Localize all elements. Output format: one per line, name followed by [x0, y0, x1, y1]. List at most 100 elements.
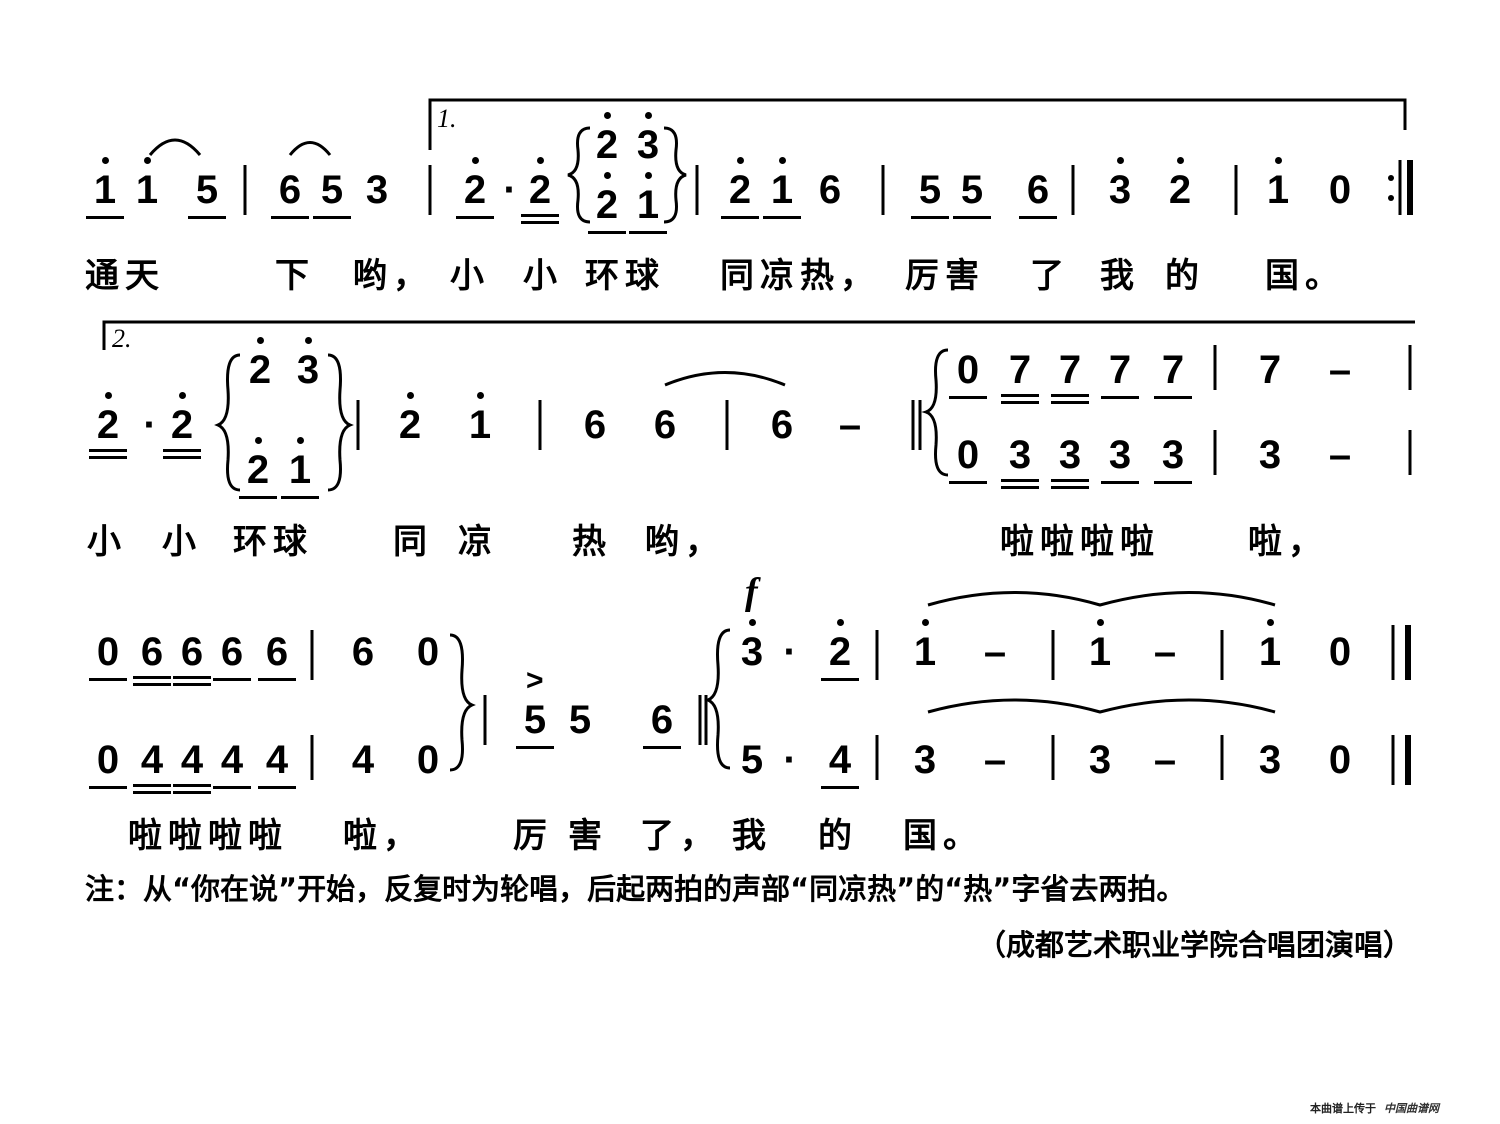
note: 2 — [239, 437, 277, 499]
lyric: 啦， — [343, 816, 423, 856]
lyric: 了， — [640, 816, 720, 856]
lyric: 小 — [523, 256, 563, 296]
note: 3 — [1154, 430, 1192, 484]
note: 1 — [1255, 619, 1285, 677]
note: · — [503, 168, 517, 212]
note: 2 — [395, 392, 425, 450]
note: 2 — [245, 337, 275, 395]
lyric: 小 — [162, 522, 202, 562]
note: 6 — [133, 627, 171, 686]
note: 0 — [416, 630, 440, 674]
note: – — [1328, 348, 1352, 392]
note: 6 — [351, 630, 375, 674]
note: 4 — [351, 738, 375, 782]
note: · — [143, 403, 157, 447]
note: – — [983, 630, 1007, 674]
note: 6 — [583, 403, 607, 447]
note: 7 — [1001, 345, 1039, 404]
note: 5 — [568, 698, 592, 742]
note: 3 — [1101, 430, 1139, 484]
footer: 本曲谱上传于中国曲谱网 — [1310, 1100, 1439, 1116]
lyric: 通天 — [85, 256, 165, 296]
note: 6 — [173, 627, 211, 686]
note: 0 — [949, 430, 987, 484]
lyric: 下 — [275, 256, 315, 296]
note: 3 — [633, 112, 663, 170]
lyric: 厉害 — [905, 256, 985, 296]
note: 2 — [721, 157, 759, 219]
volta-1-bracket — [428, 98, 1407, 150]
note: 1 — [910, 619, 940, 677]
note: · — [783, 738, 797, 782]
lyric: 同凉热， — [720, 256, 880, 296]
note: 5 — [313, 165, 351, 219]
accent-mark: > — [526, 664, 544, 697]
note: 5 — [911, 165, 949, 219]
note: 4 — [133, 735, 171, 794]
lyric: 环球 — [585, 256, 665, 296]
lyric: 的 — [818, 816, 858, 856]
footer-uploaded: 本曲谱上传于 — [1310, 1102, 1376, 1115]
note: 7 — [1154, 345, 1192, 399]
note: 6 — [643, 695, 681, 749]
note: 6 — [271, 165, 309, 219]
lyric: 啦啦啦啦 — [128, 816, 288, 856]
lyric: 哟， — [353, 256, 433, 296]
lyric: 的 — [1165, 256, 1205, 296]
note: 3 — [913, 738, 937, 782]
lyric: 啦啦啦啦 — [1000, 522, 1160, 562]
note: 2 — [592, 112, 622, 170]
note: 6 — [1019, 165, 1057, 219]
note: 3 — [1001, 430, 1039, 489]
note: 7 — [1051, 345, 1089, 404]
note: 2 — [163, 392, 201, 459]
note: 4 — [213, 735, 251, 789]
site-logo[interactable]: 中国曲谱网 — [1384, 1102, 1439, 1115]
lyric: 环球 — [233, 522, 313, 562]
note: – — [1153, 738, 1177, 782]
note: 3 — [737, 619, 767, 677]
note: – — [1153, 630, 1177, 674]
note: 3 — [1051, 430, 1089, 489]
lyric: 了 — [1030, 256, 1070, 296]
note: 2 — [521, 157, 559, 224]
note: 0 — [89, 735, 127, 789]
lyric: 啦， — [1248, 522, 1328, 562]
credit: （成都艺术职业学院合唱团演唱） — [976, 928, 1412, 962]
note: 5 — [516, 695, 554, 749]
note: 1 — [86, 157, 124, 219]
note: 6 — [653, 403, 677, 447]
note: 2 — [456, 157, 494, 219]
note: 1 — [1085, 619, 1115, 677]
note: 3 — [365, 168, 389, 212]
note: 4 — [821, 735, 859, 789]
note: 1 — [763, 157, 801, 219]
note: 6 — [770, 403, 794, 447]
note: 5 — [740, 738, 764, 782]
note: 4 — [173, 735, 211, 794]
note: 2 — [588, 172, 626, 234]
note: 1 — [629, 172, 667, 234]
note: 3 — [1258, 433, 1282, 477]
note: 2 — [1165, 157, 1195, 215]
note: 3 — [1088, 738, 1112, 782]
note: 3 — [1105, 157, 1135, 215]
note: 2 — [89, 392, 127, 459]
lyric: 我 — [732, 816, 772, 856]
note: 5 — [188, 165, 226, 219]
lyric: 厉 — [513, 816, 553, 856]
note: 0 — [1328, 630, 1352, 674]
note: 2 — [821, 619, 859, 681]
volta-2-label: 2. — [112, 324, 132, 353]
note: 1 — [1263, 157, 1293, 215]
lyric: 凉 — [458, 522, 498, 562]
note: 1 — [465, 392, 495, 450]
note: · — [783, 630, 797, 674]
note: 3 — [1258, 738, 1282, 782]
note: 1 — [281, 437, 319, 499]
note: 0 — [89, 627, 127, 681]
note: 7 — [1101, 345, 1139, 399]
lyric: 热 — [572, 522, 612, 562]
